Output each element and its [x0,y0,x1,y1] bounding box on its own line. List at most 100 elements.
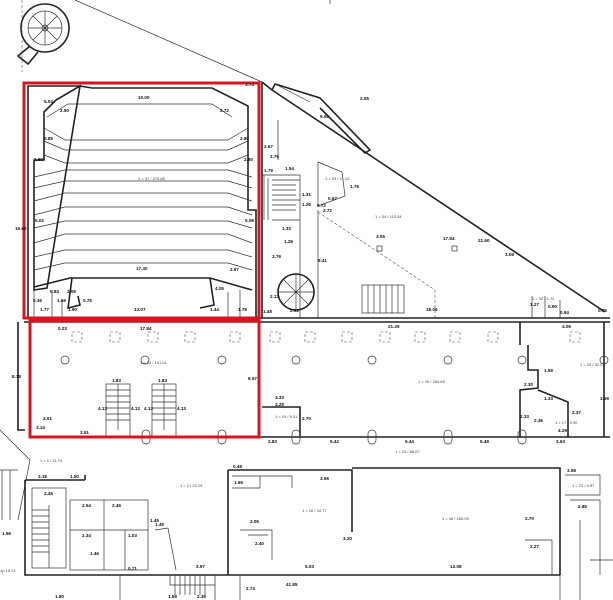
dimension-label: 1.90 [68,307,77,312]
dimension-label: 2.80 [240,136,249,141]
highlight-hall [28,319,261,439]
dimension-label: 21.60 [478,238,490,243]
dimension-label: 5.04 [44,99,53,104]
dimension-label: 1.78 [238,307,247,312]
dimension-label: 0.71 [128,566,137,571]
room-label: ±p 15.74 [0,568,16,573]
dimension-label: 13.08 [450,564,462,569]
dimension-label: 1.50 [70,474,79,479]
dimension-label: 5.08 [245,218,254,223]
dimension-label: 5.48 [480,439,489,444]
dimension-label: 9.92 [320,114,329,119]
dimension-label: 0.75 [598,308,607,313]
dimension-label: 41.85 [286,582,298,587]
dimension-label: 2.76 [270,154,279,159]
dimension-label: 8.97 [248,376,257,381]
dimension-label: 0.94 [560,310,569,315]
dimension-label: 1.03 [128,533,137,538]
dimension-label: 1.69 [57,298,66,303]
dimension-label: 17.84 [443,236,455,241]
dimension-label: 1.76 [350,184,359,189]
dimension-label: 4.13 [98,406,107,411]
dimension-label: 0.67 [328,196,337,201]
dimension-label: 4.06 [562,324,571,329]
dimension-label: 1.45 [150,518,159,523]
dimension-label: 4.13 [144,406,153,411]
dimension-label: 2.85 [44,136,53,141]
dimension-label: 17.40 [136,266,148,271]
dimension-label: 2.70 [525,516,534,521]
room-label: 1 = 19 / 5.31 [275,414,298,419]
dimension-label: 2.45 [112,503,121,508]
dimension-label: 2.34 [82,533,91,538]
dimension-label: 1.79 [264,168,273,173]
room-label: 1 = 16 / 34.77 [302,508,327,513]
dimension-label: 2.72 [220,108,229,113]
room-label: 1 = 46 / 160.00 [442,516,470,521]
dimension-label: 8.18 [12,374,21,379]
dimension-label: 3.96 [320,476,329,481]
dimension-label: 1.80 [55,594,64,599]
dimension-label: 4.05 [215,286,224,291]
dimension-label: 5.02 [35,218,44,223]
dimension-label: 5.42 [330,439,339,444]
dimension-label: 1.33 [544,396,553,401]
wing-dimensions: 9.92 2.76 2.67 1.79 1.54 1.31 1.26 1.33 … [263,96,569,315]
dimension-label: 2.33 [520,414,529,419]
hall-dimensions: 17.84 1.83 1.83 4.13 4.13 4.13 4.13 8.97… [12,308,609,454]
dimension-label: 3.14 [36,425,45,430]
dimension-label: 3.58 [567,468,576,473]
dimension-label: 0.84 [50,289,59,294]
lower-floor [24,467,613,600]
room-label: 1 = 20 / 32.07 [580,362,605,367]
room-label: 1 = 33 / 11.14 [325,176,350,181]
dimension-label: 2.80 [34,157,43,162]
dimension-label: 3.69 [600,396,609,401]
spiral-staircase-top [16,3,70,66]
dimension-label: 2.92 [290,308,299,313]
dimension-label: 2.05 [250,519,259,524]
dimension-label: 2.39 [197,594,206,599]
dimension-label: 1.46 [90,551,99,556]
dimension-label: 2.80 [244,157,253,162]
lower-dimensions: 2.45 3.18 1.50 2.54 2.45 2.34 1.46 1.03 … [0,458,595,599]
dimension-label: 1.59 [168,594,177,599]
room-label: 1 = 2 / 22.15 [180,483,203,488]
dimension-label: 3.29 [275,402,284,407]
dimension-label: 3.79 [272,254,281,259]
dimension-label: 0.23 [58,326,67,331]
dimension-label: 10.00 [138,95,150,100]
dimension-label: 1.44 [210,307,219,312]
dimension-label: 2.54 [82,503,91,508]
dimension-label: 3.05 [376,234,385,239]
dimension-label: 0.75 [83,298,92,303]
dimension-label: 2.51 [43,416,52,421]
dimension-label: 2.45 [44,491,53,496]
room-label: 1 = 37 / 275.66 [138,176,166,181]
dimension-label: 3.20 [343,536,352,541]
dimension-label: 21.29 [388,324,400,329]
dimension-label: 1.56 [2,531,11,536]
dimension-label: 2.87 [230,267,239,272]
dimension-label: 2.37 [572,410,581,415]
dimension-label: 3.33 [275,395,284,400]
dimension-label: 1.33 [282,226,291,231]
room-label: 1 = 34 / 113.34 [375,214,402,219]
dimension-label: 2.36 [534,418,543,423]
dimension-label: 2.05 [360,96,369,101]
dimension-label: 4.13 [177,406,186,411]
dimension-label: 3.63 [556,439,565,444]
dimension-label: 5.44 [405,439,414,444]
room-label: 1 = 32 / 1.72 [532,296,555,301]
dimension-label: 2.83 [268,439,277,444]
auditorium [27,84,257,319]
dimension-label: 0.48 [233,464,242,469]
dimension-label: 1.83 [112,378,121,383]
dimension-label: 3.08 [505,252,514,257]
dimension-label: 4.13 [131,406,140,411]
dimension-label: 0.72 [317,203,326,208]
dimension-label: 1.49 [155,522,164,527]
dimension-label: 1.77 [40,307,49,312]
auditorium-dimensions: 10.00 5.04 2.90 2.72 2.85 2.80 2.80 2.80… [15,82,254,312]
